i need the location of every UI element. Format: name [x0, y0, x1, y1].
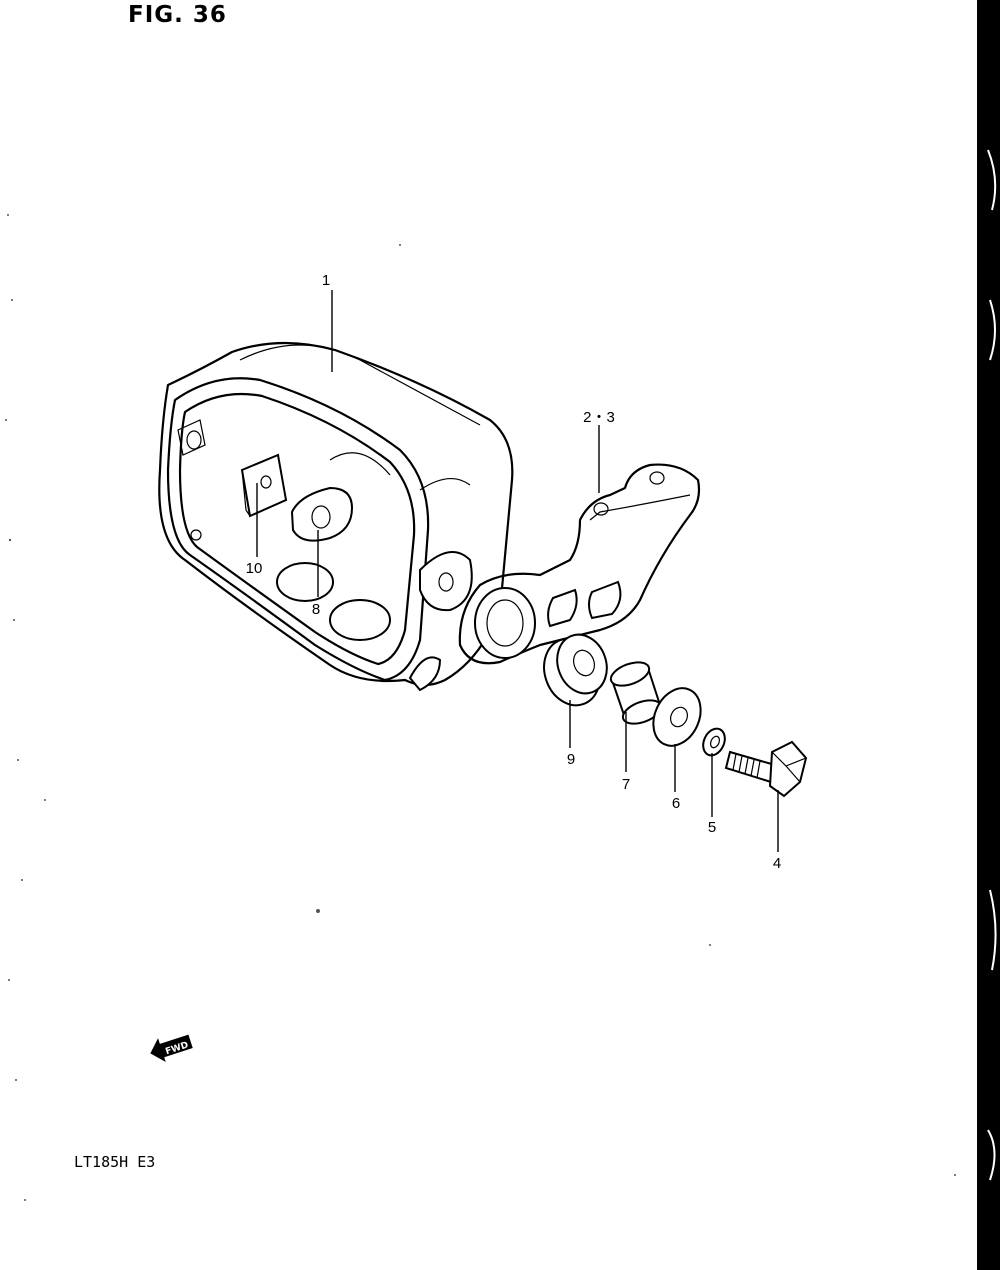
callout-8: 8 — [312, 601, 320, 618]
cushion-plate — [290, 486, 354, 542]
callout-10: 10 — [246, 560, 263, 577]
callout-labels: 1 2・3 4 5 6 7 8 9 10 — [246, 272, 782, 872]
scan-noise — [5, 214, 956, 1201]
grommet — [543, 633, 608, 707]
figure-title: FIG. 36 — [128, 2, 227, 28]
leader-lines — [256, 290, 779, 852]
flat-washer — [652, 687, 702, 747]
callout-4: 4 — [773, 855, 781, 872]
callout-1: 1 — [322, 272, 330, 289]
callout-9: 9 — [567, 751, 575, 768]
spacer-collar — [609, 661, 663, 725]
hex-bolt — [724, 740, 808, 798]
page-edge-border — [977, 0, 1000, 1270]
callout-2-3: 2・3 — [583, 409, 615, 426]
headlight-housing — [158, 341, 514, 692]
clip-nut — [240, 453, 288, 518]
callout-6: 6 — [672, 795, 680, 812]
callout-7: 7 — [622, 776, 630, 793]
callout-5: 5 — [708, 819, 716, 836]
model-code: LT185H E3 — [74, 1153, 156, 1171]
lock-washer — [702, 727, 726, 757]
fwd-arrow-icon: FWD — [150, 1034, 193, 1062]
mounting-bracket — [458, 463, 701, 665]
